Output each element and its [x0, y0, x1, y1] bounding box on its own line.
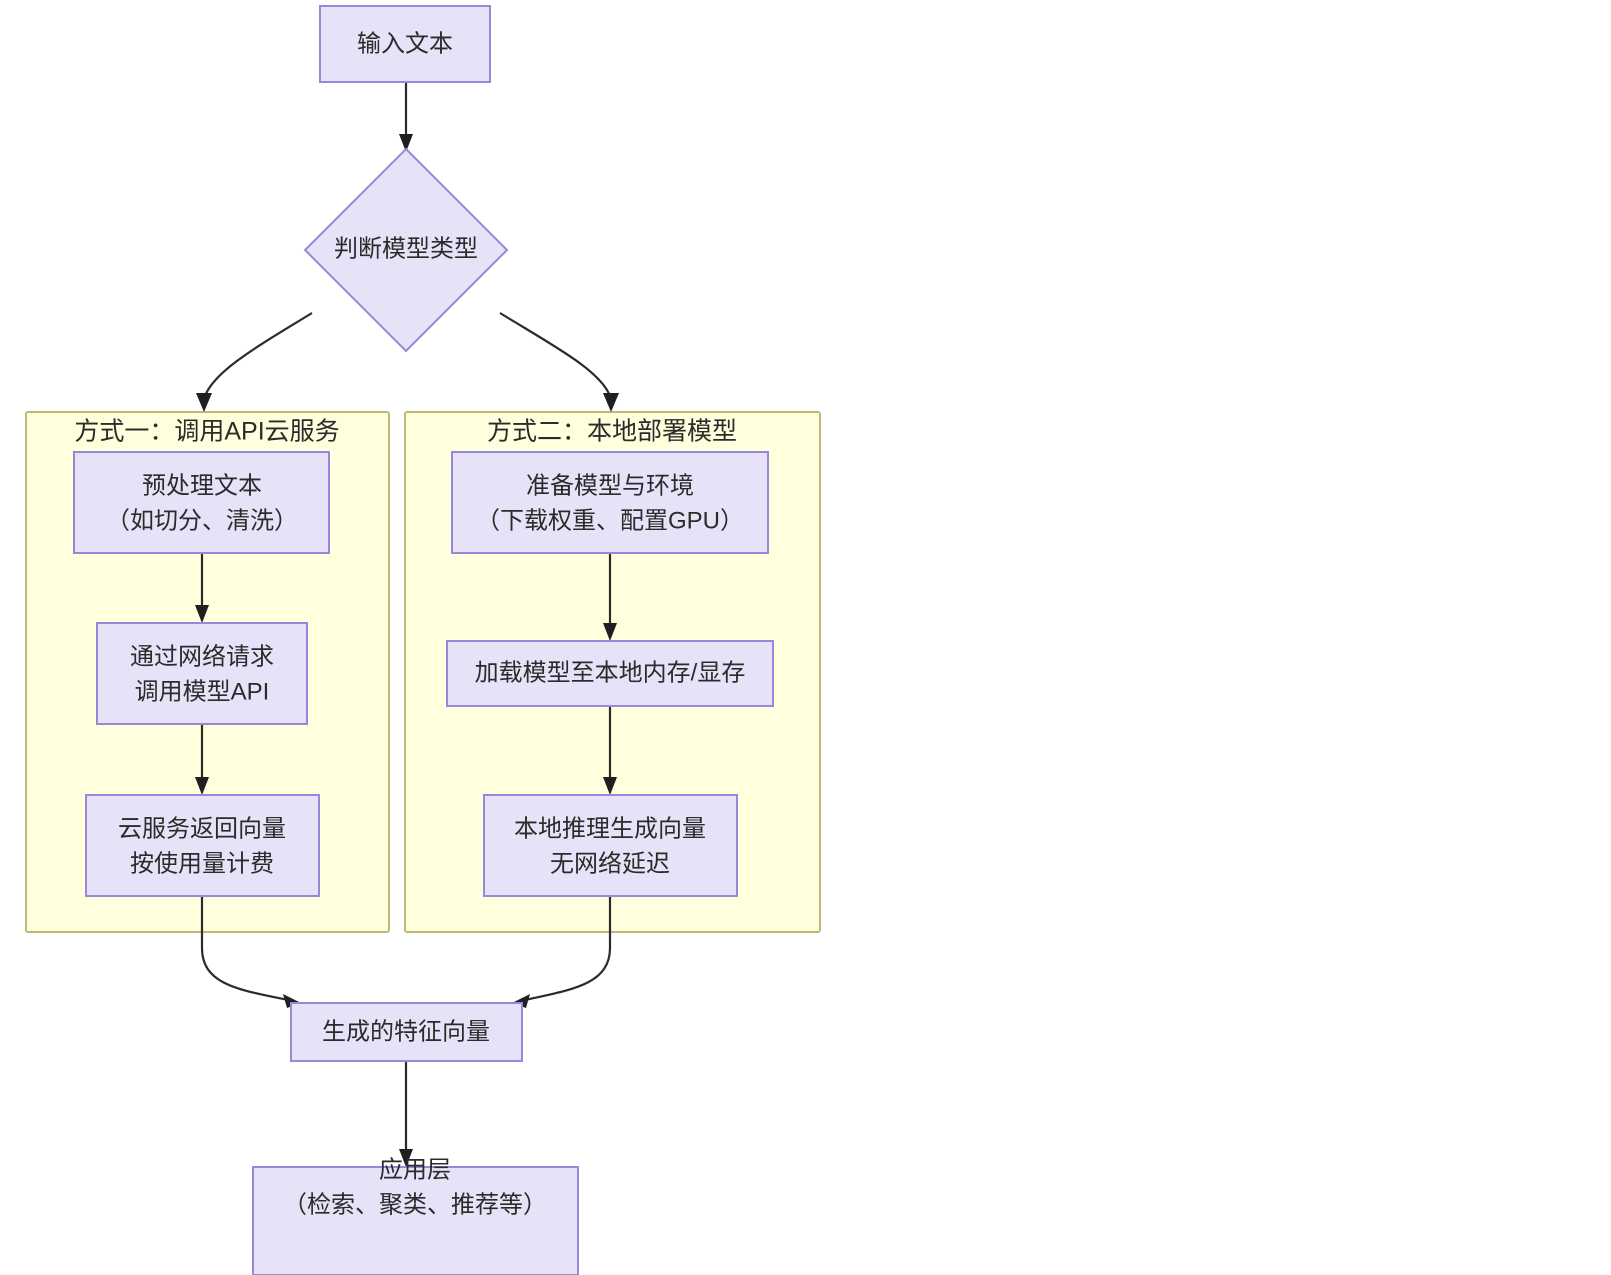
node-cloud-return-label-line1: 云服务返回向量 [118, 815, 286, 842]
node-app-layer-label-line1: 应用层 [379, 1156, 451, 1183]
node-cloud-return[interactable]: 云服务返回向量 按使用量计费 [85, 794, 320, 897]
node-load-model[interactable]: 加载模型至本地内存/显存 [446, 640, 774, 707]
node-feature-vector-label: 生成的特征向量 [322, 1018, 490, 1045]
edge-cloud-feature-line [200, 896, 289, 1002]
cluster-api-label: 方式一：调用API云服务 [74, 418, 339, 446]
node-preprocess-box[interactable] [73, 451, 330, 554]
node-cloud-return-box[interactable] [85, 794, 320, 897]
node-input-label: 输入文本 [357, 30, 453, 57]
node-local-infer-label-line1: 本地推理生成向量 [514, 815, 706, 842]
edge-load-infer [603, 706, 617, 795]
node-prepare-model[interactable]: 准备模型与环境 （下载权重、配置GPU） [451, 451, 769, 554]
cluster-local-label: 方式二：本地部署模型 [487, 418, 737, 446]
node-http-request-label-line1: 通过网络请求 [130, 643, 274, 670]
node-input-box[interactable] [319, 5, 491, 83]
edge-request-return [195, 724, 209, 795]
node-local-infer[interactable]: 本地推理生成向量 无网络延迟 [483, 794, 738, 897]
node-preprocess-label-line1: 预处理文本 [142, 472, 262, 499]
node-local-infer-label-line2: 无网络延迟 [550, 850, 670, 877]
edge-decision-api [196, 312, 313, 412]
edge-preprocess-request-arrowhead [195, 605, 209, 623]
node-prepare-model-label-line1: 准备模型与环境 [526, 472, 694, 499]
node-app-layer-box[interactable] [252, 1166, 579, 1275]
node-load-model-label: 加载模型至本地内存/显存 [475, 659, 746, 686]
edge-load-infer-arrowhead [603, 777, 617, 795]
node-decision[interactable]: 判断模型类型 [303, 147, 509, 353]
node-preprocess-label-line2: （如切分、清洗） [106, 507, 298, 534]
node-decision-label: 判断模型类型 [334, 235, 478, 262]
node-app-layer[interactable]: 应用层 （检索、聚类、推荐等） [252, 1156, 579, 1275]
node-http-request[interactable]: 通过网络请求 调用模型API [96, 622, 308, 725]
node-app-layer-label-line2: （检索、聚类、推荐等） [283, 1191, 547, 1218]
edge-feature-app [399, 1061, 413, 1167]
node-load-model-box[interactable] [446, 640, 774, 707]
edge-request-return-arrowhead [195, 777, 209, 795]
edge-prepare-load [603, 553, 617, 641]
edge-decision-local-line [499, 312, 612, 397]
edge-decision-api-line [203, 312, 313, 397]
node-prepare-model-box[interactable] [451, 451, 769, 554]
node-input[interactable]: 输入文本 [319, 5, 491, 83]
node-prepare-model-label-line2: （下载权重、配置GPU） [476, 507, 744, 534]
node-decision-shape[interactable] [303, 147, 509, 353]
edge-input-decision [399, 82, 413, 152]
node-feature-vector-box[interactable] [290, 1002, 523, 1062]
edge-prepare-load-arrowhead [603, 623, 617, 641]
edge-decision-api-arrowhead [196, 393, 212, 412]
node-http-request-label-line2: 调用模型API [135, 678, 270, 705]
node-preprocess[interactable]: 预处理文本 （如切分、清洗） [73, 451, 330, 554]
node-feature-vector[interactable]: 生成的特征向量 [290, 1002, 523, 1062]
node-cloud-return-label-line2: 按使用量计费 [130, 850, 274, 877]
edge-decision-local-arrowhead [603, 393, 619, 412]
edge-preprocess-request [195, 553, 209, 623]
edge-local-feature-line [524, 896, 612, 1002]
edge-feature-app-arrowhead [399, 1149, 413, 1167]
edge-input-decision-arrowhead [399, 134, 413, 152]
node-local-infer-box[interactable] [483, 794, 738, 897]
node-http-request-box[interactable] [96, 622, 308, 725]
edge-decision-local [499, 312, 619, 412]
